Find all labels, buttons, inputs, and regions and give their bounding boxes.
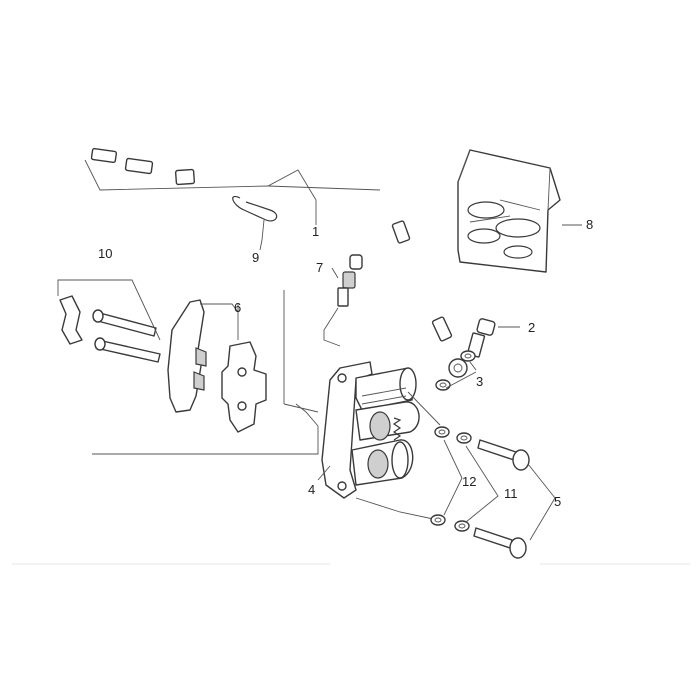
callout-7: 7: [316, 260, 323, 275]
seal-kit-bag: [457, 149, 582, 273]
brake-caliper-body: [321, 361, 420, 499]
banjo-bolt: [466, 318, 520, 358]
pad-retaining-pins: [57, 279, 161, 363]
caliper-mounting-bolts: [473, 439, 556, 559]
callout-5: 5: [554, 494, 561, 509]
callout-3: 3: [476, 374, 483, 389]
brake-hose: [90, 147, 468, 378]
hose-banjo-fitting: [448, 358, 468, 378]
copper-washers: [435, 350, 477, 391]
retaining-clip: [232, 195, 278, 251]
callout-8: 8: [586, 217, 593, 232]
callout-1: 1: [312, 224, 319, 239]
callout-12: 12: [462, 474, 476, 489]
callout-11: 11: [504, 486, 518, 501]
callout-9: 9: [252, 250, 259, 265]
hose-end-fitting-top: [90, 147, 453, 342]
callout-2: 2: [528, 320, 535, 335]
callout-4: 4: [308, 482, 315, 497]
caliper-washers: [407, 391, 499, 532]
brake-pads: [167, 299, 267, 433]
callout-6: 6: [234, 300, 241, 315]
callout-10: 10: [98, 246, 112, 261]
bleeder-valve: [331, 254, 363, 307]
